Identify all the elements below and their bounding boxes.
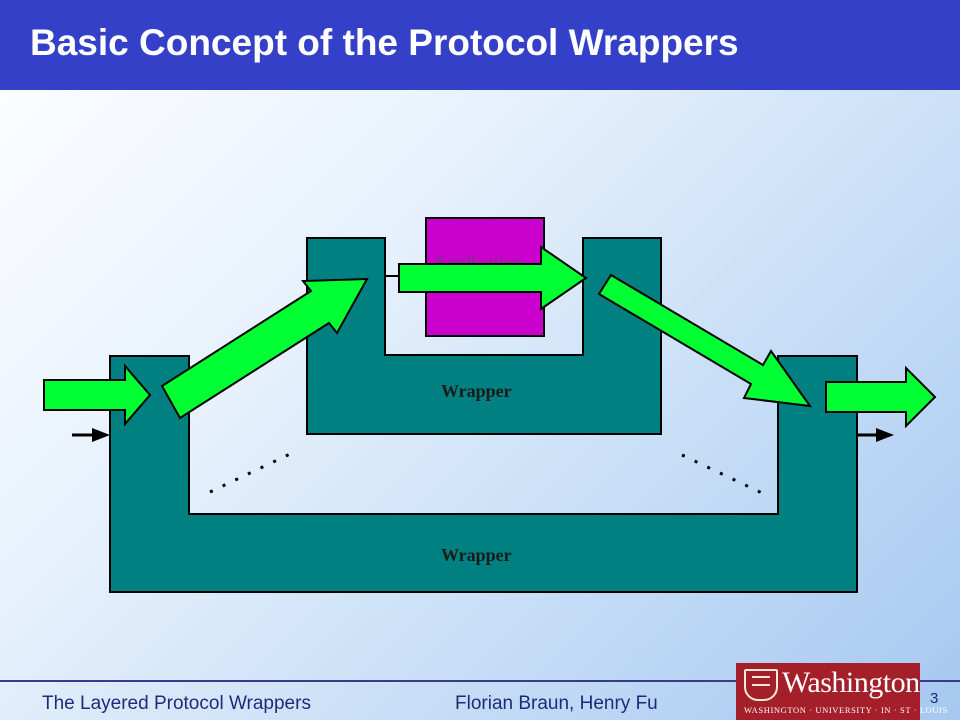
footer-authors: Florian Braun, Henry Fu bbox=[455, 693, 658, 714]
flow-arrow-up-icon bbox=[160, 277, 369, 420]
page-number: 3 bbox=[930, 690, 939, 707]
dotted-line-left bbox=[209, 452, 291, 494]
flow-arrow-out-icon bbox=[825, 365, 937, 429]
washington-university-logo: Washington WASHINGTON · UNIVERSITY · IN … bbox=[736, 663, 947, 720]
slide-title: Basic Concept of the Protocol Wrappers bbox=[30, 22, 739, 63]
footer-presentation-title: The Layered Protocol Wrappers bbox=[42, 693, 311, 714]
protocol-wrapper-diagram: Application Wrapper Wrapper bbox=[43, 217, 937, 593]
output-pointer-icon bbox=[857, 428, 894, 442]
logo-subtitle: WASHINGTON · UNIVERSITY · IN · ST · LOUI… bbox=[744, 705, 948, 715]
logo-wordmark: Washington bbox=[782, 666, 920, 699]
flow-arrow-down-icon bbox=[597, 273, 813, 408]
flow-arrow-through-icon bbox=[398, 245, 588, 311]
inner-wrapper-label: Wrapper bbox=[441, 381, 512, 401]
input-pointer-icon bbox=[72, 428, 110, 442]
dotted-line-right bbox=[681, 453, 763, 495]
flow-arrow-in-icon bbox=[43, 363, 152, 427]
footer-divider bbox=[0, 680, 960, 682]
outer-wrapper-label: Wrapper bbox=[441, 545, 512, 565]
university-shield-icon bbox=[744, 669, 778, 701]
title-bar: Basic Concept of the Protocol Wrappers bbox=[0, 0, 960, 90]
